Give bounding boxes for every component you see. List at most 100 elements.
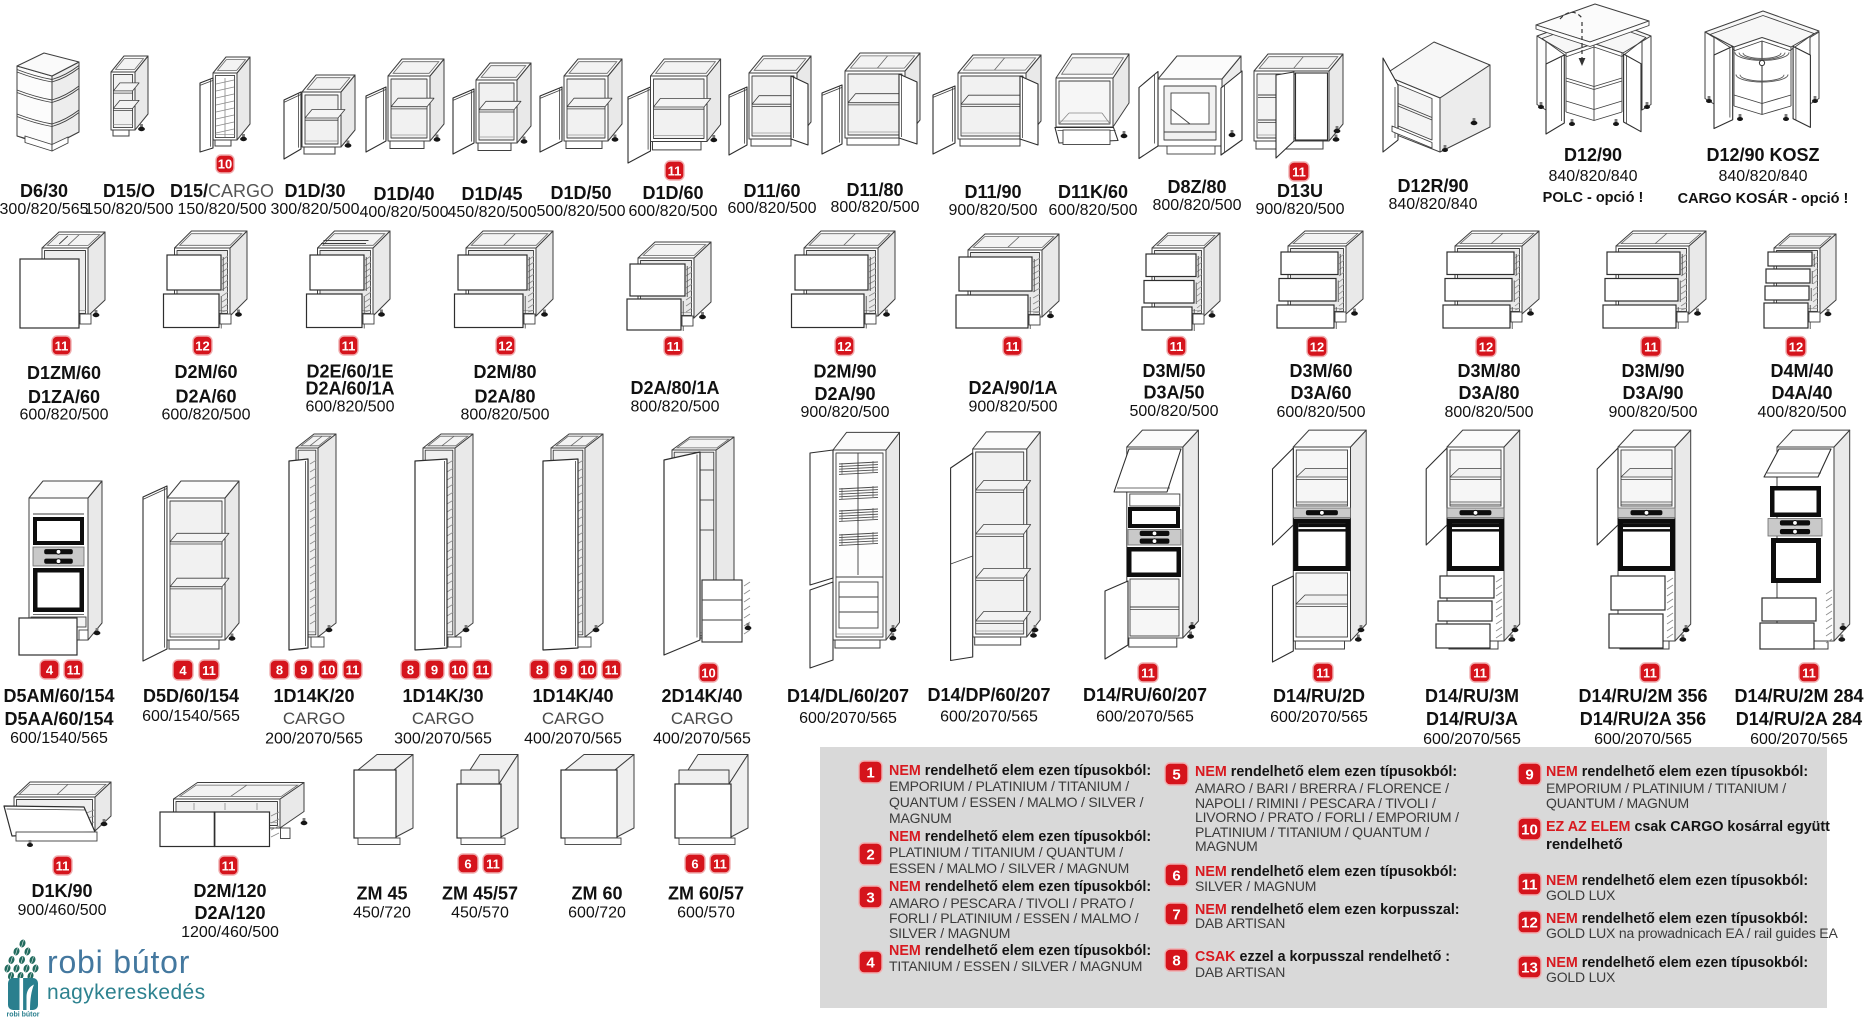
svg-text:GOLD LUX: GOLD LUX [1546,887,1616,903]
svg-text:D1ZA/60: D1ZA/60 [28,387,100,407]
svg-text:11: 11 [342,338,356,353]
svg-text:4: 4 [866,955,875,972]
svg-text:D14/DL/60/207: D14/DL/60/207 [787,686,909,706]
svg-text:NEM rendelhető elem ezen korpu: NEM rendelhető elem ezen korpusszal: [1195,902,1460,918]
svg-text:D12/90 KOSZ: D12/90 KOSZ [1706,145,1819,165]
svg-text:11: 11 [67,662,81,677]
svg-text:PLATINIUM / TITANIUM / QUANTUM: PLATINIUM / TITANIUM / QUANTUM / [889,844,1123,860]
svg-text:840/820/840: 840/820/840 [1719,168,1808,185]
svg-text:150/820/500: 150/820/500 [85,201,174,218]
svg-text:300/820/565: 300/820/565 [0,201,89,218]
svg-text:D1D/30: D1D/30 [284,181,345,201]
svg-text:rendelhető: rendelhető [1546,836,1623,853]
svg-text:AMARO / PESCARA / TIVOLI / PRA: AMARO / PESCARA / TIVOLI / PRATO / [889,895,1134,911]
svg-text:10: 10 [1521,822,1538,839]
svg-text:11: 11 [1473,665,1487,680]
svg-text:450/570: 450/570 [451,905,509,922]
svg-text:11: 11 [713,856,727,871]
svg-text:D5AA/60/154: D5AA/60/154 [4,709,113,729]
svg-text:840/820/840: 840/820/840 [1549,168,1638,185]
svg-text:D15/O: D15/O [103,181,155,201]
svg-text:11: 11 [346,662,360,677]
svg-text:300/820/500: 300/820/500 [271,201,360,218]
svg-text:D1D/45: D1D/45 [461,184,522,204]
svg-text:11: 11 [56,858,70,873]
svg-text:DAB ARTISAN: DAB ARTISAN [1195,964,1285,980]
svg-text:450/820/500: 450/820/500 [448,204,537,221]
svg-text:D3A/50: D3A/50 [1143,383,1204,403]
svg-text:11: 11 [202,663,216,678]
svg-text:900/820/500: 900/820/500 [969,398,1058,415]
svg-text:D3M/80: D3M/80 [1457,361,1520,381]
svg-text:500/820/500: 500/820/500 [1130,403,1219,420]
svg-text:D4M/40: D4M/40 [1770,361,1833,381]
svg-text:11: 11 [1644,340,1658,355]
svg-text:11: 11 [1802,665,1816,680]
svg-text:11: 11 [667,339,681,354]
svg-text:CARGO: CARGO [412,709,474,728]
svg-text:11: 11 [1141,665,1155,680]
svg-text:400/2070/565: 400/2070/565 [653,731,751,748]
svg-text:12: 12 [195,338,209,353]
svg-text:D15/CARGO: D15/CARGO [170,181,274,201]
svg-text:D5AM/60/154: D5AM/60/154 [3,686,114,706]
svg-text:12: 12 [1521,915,1538,932]
svg-text:600/2070/565: 600/2070/565 [1096,709,1194,726]
svg-text:840/820/840: 840/820/840 [1389,196,1478,213]
svg-text:600/2070/565: 600/2070/565 [1750,731,1848,748]
svg-text:CSAK ezzel a korpusszal rendel: CSAK ezzel a korpusszal rendelhető : [1195,949,1450,965]
svg-text:D2A/60/1A: D2A/60/1A [305,379,394,399]
svg-text:1D14K/30: 1D14K/30 [402,686,483,706]
svg-text:D11/80: D11/80 [846,180,903,200]
svg-text:ZM 60/57: ZM 60/57 [668,884,744,904]
svg-text:D12R/90: D12R/90 [1397,176,1468,196]
svg-text:9: 9 [1525,767,1533,784]
svg-text:MAGNUM: MAGNUM [1195,838,1258,854]
svg-text:600/570: 600/570 [677,905,735,922]
svg-text:D1D/50: D1D/50 [550,183,611,203]
svg-text:SILVER / MAGNUM: SILVER / MAGNUM [889,925,1010,941]
svg-text:D2M/90: D2M/90 [813,362,876,382]
svg-text:ZM 60: ZM 60 [571,884,622,904]
svg-text:QUANTUM / MAGNUM: QUANTUM / MAGNUM [1546,795,1689,811]
svg-text:600/820/500: 600/820/500 [1049,202,1138,219]
svg-text:11: 11 [1006,339,1020,354]
svg-text:600/820/500: 600/820/500 [162,407,251,424]
svg-text:D1D/40: D1D/40 [373,184,434,204]
svg-text:D14/RU/3M: D14/RU/3M [1425,686,1519,706]
svg-text:GOLD LUX: GOLD LUX [1546,969,1616,985]
svg-text:D3A/80: D3A/80 [1458,383,1519,403]
svg-text:4: 4 [179,663,187,678]
svg-text:D2A/80/1A: D2A/80/1A [630,378,719,398]
svg-text:800/820/500: 800/820/500 [1153,197,1242,214]
svg-text:8: 8 [1172,953,1180,970]
svg-text:D1ZM/60: D1ZM/60 [27,363,101,383]
svg-text:EZ AZ ELEM csak CARGO kosárral: EZ AZ ELEM csak CARGO kosárral együtt [1546,819,1830,835]
svg-text:7: 7 [1172,907,1180,924]
svg-text:900/820/500: 900/820/500 [949,202,1038,219]
svg-text:D2E/60/1E: D2E/60/1E [306,362,393,382]
svg-text:8: 8 [536,662,543,677]
svg-text:NAPOLI / RIMINI / PESCARA / TI: NAPOLI / RIMINI / PESCARA / TIVOLI / [1195,795,1436,811]
svg-text:600/720: 600/720 [568,905,626,922]
svg-text:600/820/500: 600/820/500 [629,203,718,220]
svg-text:NEM rendelhető elem ezen típus: NEM rendelhető elem ezen típusokból: [889,943,1151,959]
svg-text:6: 6 [1172,868,1180,885]
svg-text:NEM rendelhető elem ezen típus: NEM rendelhető elem ezen típusokból: [889,829,1151,845]
svg-text:800/820/500: 800/820/500 [831,199,920,216]
svg-text:800/820/500: 800/820/500 [461,407,550,424]
svg-text:D2M/60: D2M/60 [174,362,237,382]
svg-text:EMPORIUM / PLATINIUM / TITANIU: EMPORIUM / PLATINIUM / TITANIUM / [1546,780,1786,796]
svg-text:D2A/90/1A: D2A/90/1A [968,378,1057,398]
svg-text:NEM rendelhető elem ezen típus: NEM rendelhető elem ezen típusokból: [1546,911,1808,927]
svg-text:AMARO / BARI / BRERRA / FLOREN: AMARO / BARI / BRERRA / FLORENCE / [1195,780,1449,796]
svg-text:CARGO KOSÁR - opció !: CARGO KOSÁR - opció ! [1678,190,1849,207]
svg-text:600/2070/565: 600/2070/565 [1423,731,1521,748]
svg-text:NEM rendelhető elem ezen típus: NEM rendelhető elem ezen típusokból: [1195,764,1457,780]
svg-text:11: 11 [1643,665,1657,680]
svg-text:12: 12 [837,339,851,354]
svg-text:NEM rendelhető elem ezen típus: NEM rendelhető elem ezen típusokból: [1195,864,1457,880]
svg-text:D4A/40: D4A/40 [1771,383,1832,403]
svg-text:D14/RU/60/207: D14/RU/60/207 [1083,685,1207,705]
svg-text:900/820/500: 900/820/500 [801,404,890,421]
